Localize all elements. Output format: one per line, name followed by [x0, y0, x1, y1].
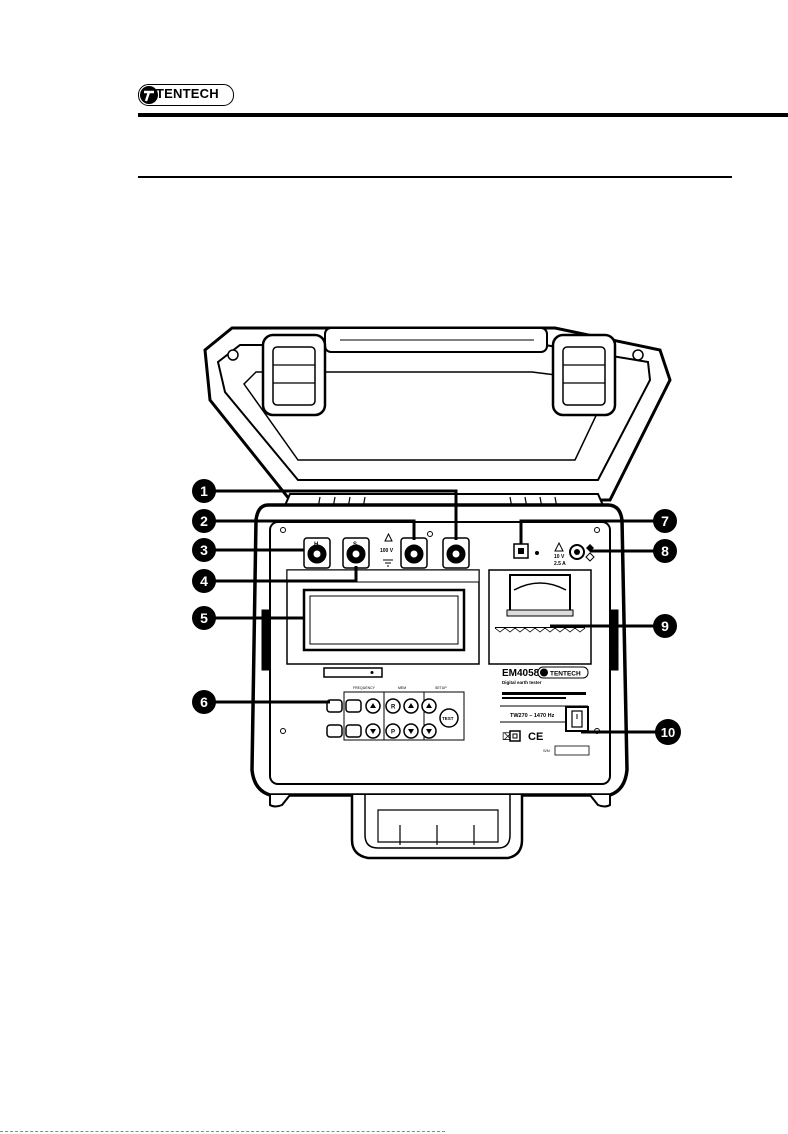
- serial-plate: [555, 746, 589, 755]
- callout-7: 7: [661, 513, 669, 529]
- brand-badge-text: TENTECH: [550, 671, 581, 678]
- callout-9: 9: [661, 618, 669, 634]
- ce-mark: CE: [528, 731, 543, 743]
- callout-4: 4: [200, 573, 208, 589]
- svg-text:S/N: S/N: [543, 748, 550, 753]
- keypad-section-mem: MEM: [398, 686, 406, 690]
- freq-range: TW270 – 1470 Hz: [510, 713, 555, 719]
- model-subtitle: Digital earth tester: [502, 680, 542, 685]
- callout-3: 3: [200, 542, 208, 558]
- fuse-rating-2: 2.5 A: [554, 561, 566, 567]
- callout-1: 1: [200, 483, 208, 499]
- callout-8: 8: [661, 543, 669, 559]
- model-name: EM4058: [502, 668, 540, 679]
- fuse-rating-1: 10 V: [554, 554, 565, 560]
- warning-voltage: 100 V: [380, 548, 394, 554]
- device-lid: [205, 328, 670, 510]
- printer: [489, 570, 591, 664]
- page-footer-rule: [0, 1131, 445, 1132]
- carry-handle: [352, 795, 522, 858]
- button-p-label: P: [391, 730, 395, 736]
- keypad-section-frequency: FREQUENCY: [353, 686, 376, 690]
- terminal-h-label: H: [314, 542, 318, 548]
- callout-2: 2: [200, 513, 208, 529]
- button-r-label: R: [391, 705, 396, 711]
- terminal-s-label: S: [353, 542, 357, 548]
- callout-6: 6: [200, 694, 208, 710]
- button-test-label: TEST: [442, 716, 454, 721]
- display: [287, 570, 479, 664]
- callout-10: 10: [661, 725, 675, 740]
- keypad-section-setup: SETUP: [435, 686, 447, 690]
- callout-5: 5: [200, 610, 208, 626]
